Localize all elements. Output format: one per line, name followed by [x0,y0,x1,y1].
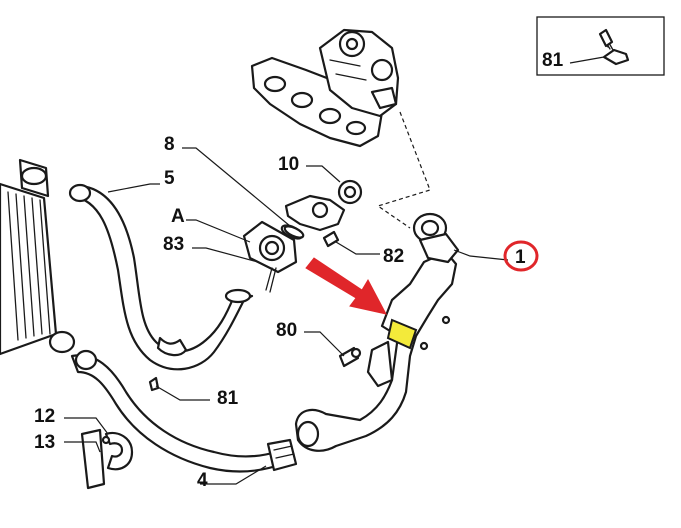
callout-5: 5 [164,168,175,189]
bolt-icon [598,28,630,66]
callout-80: 80 [276,320,297,341]
leader-80 [304,331,345,357]
callout-a: A [171,206,185,227]
flange-10 [284,179,363,232]
callout-4: 4 [197,470,208,491]
leader-1 [453,249,509,261]
leader-a [186,219,251,243]
callout-83: 83 [163,234,184,255]
hose-4 [70,349,298,473]
callout-13: 13 [34,432,55,453]
callout-81-top: 81 [542,50,564,71]
leader-13 [64,441,101,453]
highlight-circle-icon [503,240,539,272]
leader-10 [306,165,341,183]
pipe-collar [224,288,252,304]
outlet-pipe [294,212,460,452]
bolt-82 [322,230,340,248]
leader-8 [182,147,291,227]
red-arrow-icon [305,257,387,315]
leader-4 [200,465,267,485]
clip-12-13 [80,428,134,490]
callout-81-mid: 81 [217,388,239,409]
leader-83 [192,247,259,263]
connection-dashed-line [376,111,431,229]
hose-5 [68,183,254,371]
yellow-band [386,318,418,350]
callout-12: 12 [34,406,55,427]
bolt-80 [338,346,362,368]
callout-8: 8 [164,134,175,155]
leader-81-mid [155,385,210,401]
callout-82: 82 [383,246,404,267]
leader-5 [107,183,160,193]
callout-1: 1 [515,247,526,268]
turbo-manifold [250,28,400,148]
leader-82 [335,241,380,255]
callout-10: 10 [278,154,299,175]
intercooler [0,158,76,356]
bolt-inset-box [536,16,665,76]
bolt-81-mid [148,376,160,392]
leader-12 [64,417,109,435]
